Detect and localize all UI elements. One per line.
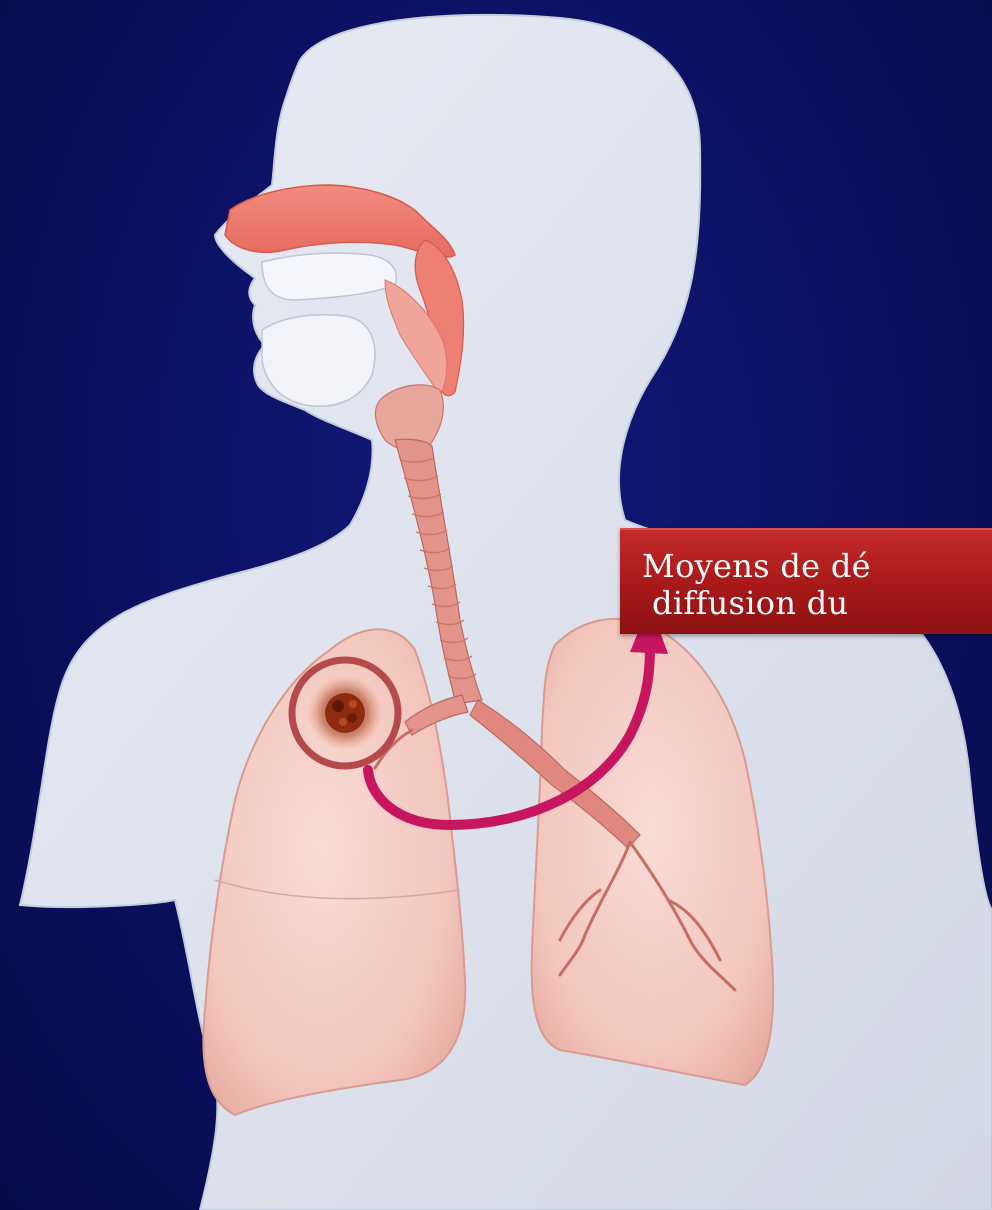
callout-box: Moyens de dé diffusion du [620,528,992,634]
tumor [307,675,383,751]
lower-jaw [262,315,375,406]
callout-line-1: Moyens de dé [642,548,992,585]
callout-line-2: diffusion du [642,585,992,622]
